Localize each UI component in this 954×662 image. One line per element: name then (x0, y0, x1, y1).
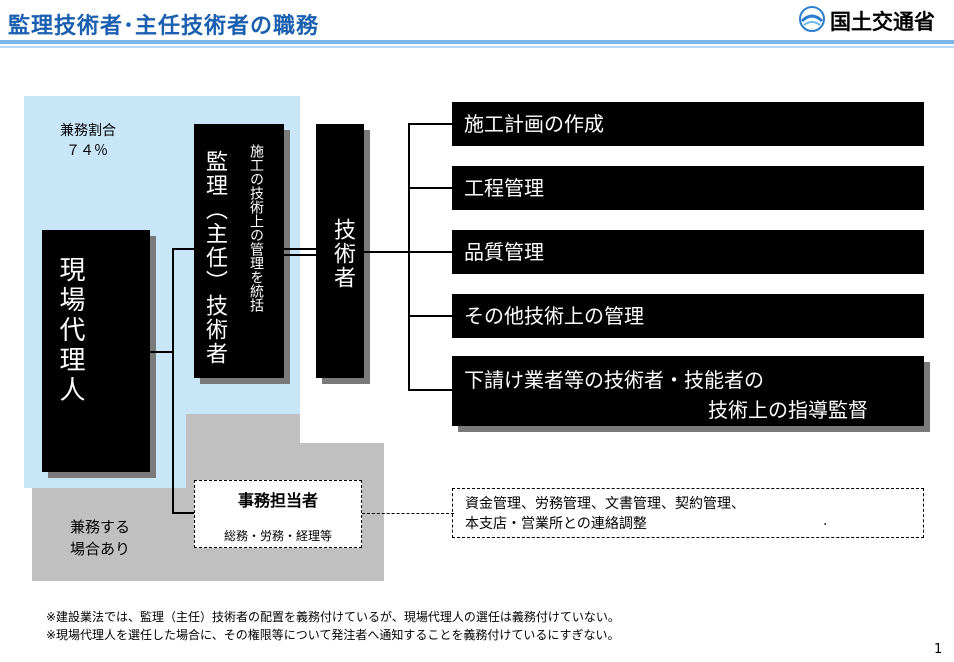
connector-line (172, 248, 196, 250)
site-agent-box: 現場代理人 (42, 230, 150, 472)
connector-line (408, 123, 454, 125)
connector-line (172, 512, 194, 514)
office-duties-box: 資金管理、労務管理、文書管理、契約管理、 本支店・営業所との連絡調整 . (452, 488, 924, 538)
page-title: 監理技術者･主任技術者の職務 (8, 14, 320, 39)
supervising-engineer-label: 監理（主任）技術者 (202, 150, 227, 366)
concurrent-ratio-value: ７４％ (66, 143, 108, 159)
supervising-engineer-box: 監理（主任）技術者 施工の技術上の管理を統括 (194, 124, 284, 378)
task-box-planning: 施工計画の作成 (452, 102, 924, 146)
office-staff-box: 事務担当者 総務・労務・経理等 (194, 480, 362, 548)
site-agent-label: 現場代理人 (55, 256, 85, 406)
office-duties-dot: . (823, 513, 828, 529)
connector-line (284, 254, 318, 256)
site-agent-role: 工事現場における全ての活動の運営・取締り (100, 248, 136, 458)
connector-line (408, 123, 410, 391)
engineer-box: 技術者 (316, 124, 364, 378)
task-label: 工程管理 (464, 176, 544, 200)
task-box-quality: 品質管理 (452, 230, 924, 274)
task-label: 品質管理 (464, 240, 544, 264)
engineer-label: 技術者 (330, 218, 355, 290)
concurrent-ratio-label: 兼務割合 (60, 123, 116, 139)
connector-line (408, 251, 454, 253)
office-duties-line1: 資金管理、労務管理、文書管理、契約管理、 (465, 496, 745, 512)
footnote: ※現場代理人を選任した場合に、その権限等について発注者へ通知することを義務付けて… (46, 628, 620, 642)
footnote: ※建設業法では、監理（主任）技術者の配置を義務付けているが、現場代理人の選任は義… (46, 610, 620, 624)
org-name: 国土交通省 (830, 10, 935, 34)
page-number: 1 (934, 642, 943, 657)
office-duties-line2: 本支店・営業所との連絡調整 (465, 516, 647, 532)
task-box-supervision: 下請け業者等の技術者・技能者の 技術上の指導監督 (452, 356, 924, 426)
dashed-connector (362, 513, 454, 514)
connector-line (408, 315, 454, 317)
connector-line (284, 248, 318, 250)
connector-line (364, 251, 408, 253)
mlit-logo-icon (799, 6, 825, 32)
supervising-role: 施工の技術上の管理を統括 (248, 144, 264, 312)
task-label: 施工計画の作成 (464, 112, 604, 136)
connector-line (150, 351, 174, 353)
task-label: その他技術上の管理 (464, 304, 644, 328)
task-label-line2: 技術上の指導監督 (708, 398, 868, 422)
header-divider (0, 40, 954, 44)
office-staff-sub: 総務・労務・経理等 (223, 529, 332, 543)
header-divider-light (0, 46, 954, 48)
connector-line (408, 187, 454, 189)
connector-line (172, 248, 174, 514)
task-label-line1: 下請け業者等の技術者・技能者の (464, 368, 764, 392)
connector-line (408, 389, 454, 391)
task-box-other: その他技術上の管理 (452, 294, 924, 338)
task-box-schedule: 工程管理 (452, 166, 924, 210)
may-concurrent-label: 兼務する 場合あり (70, 518, 131, 558)
office-staff-title: 事務担当者 (237, 491, 318, 510)
gray-region-top (186, 414, 300, 444)
